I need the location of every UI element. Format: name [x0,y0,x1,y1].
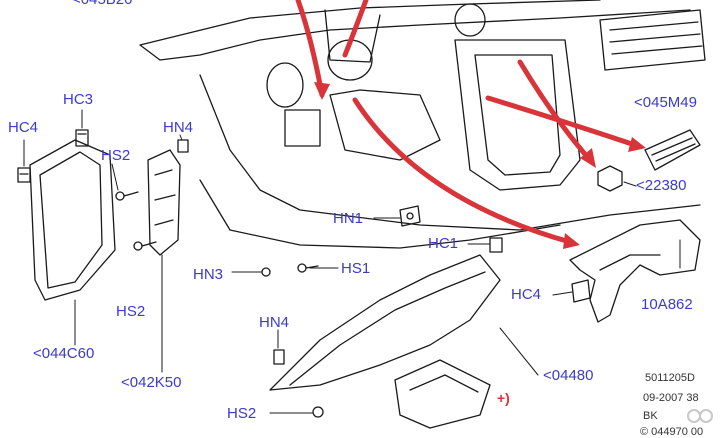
label-hn3: HN3 [193,266,224,283]
center-console [454,39,581,191]
label-04480: <04480 [543,367,594,384]
steering-column-cut [324,9,381,63]
dashboard-lower-edge [199,179,561,249]
nut-hn3 [261,267,271,277]
hex-nut [597,165,623,192]
screw-hs2-bottom [312,406,324,418]
label-hn4-bottom: HN4 [259,314,290,331]
callout-arrows [295,0,638,245]
label-22380: <22380 [636,177,687,194]
clip-hc4-right [571,279,591,303]
screw-hs2-top [115,191,139,201]
left-bracket [147,149,181,256]
label-044c60: <044C60 [33,345,95,362]
right-vent-slats [609,21,703,55]
center-console-inner [474,54,561,176]
clip-hc3 [75,129,89,147]
left-trim-panel [29,139,116,301]
diagram-code: 5011205D [645,372,695,384]
right-trim-panel [569,219,701,323]
label-hs2-mid: HS2 [116,303,146,320]
label-hs2-top: HS2 [101,147,131,164]
gauge-left [266,62,304,108]
screw-hs2-mid [133,241,157,251]
switch-panel [284,109,321,147]
arrowheads [314,82,646,249]
leader-lines [23,109,681,414]
clip-hc1 [489,237,503,253]
arrow-to-glovebox [295,0,325,98]
right-vent [644,129,701,171]
callout-plus: +) [497,390,510,406]
label-hn1: HN1 [333,210,364,227]
arrow-to-nut [517,59,593,163]
diagram-date: 09-2007 38 [643,392,699,404]
label-hs2-bottom: HS2 [227,405,257,422]
label-042k50: <042K50 [121,374,182,391]
label-hn4-top: HN4 [163,119,194,136]
label-045b20: <045B20 [72,0,132,8]
watermark-logo-icon [687,409,713,423]
clip-hc4-left [17,167,31,183]
diagram-bk: BK [643,410,658,422]
nut-hn4-top [177,139,189,153]
label-hs1: HS1 [341,260,371,277]
label-hc1: HC1 [428,235,459,252]
nut-hn1 [399,205,421,227]
vent-round-right [454,3,486,37]
storage-bin [394,359,491,429]
label-10a862: 10A862 [641,296,693,313]
screw-hs1 [297,263,319,273]
arrow-to-trim [352,97,573,245]
label-hc4-left: HC4 [8,119,39,136]
nut-hn4-bottom [273,349,285,365]
dashboard-outline [139,0,701,231]
label-hc3: HC3 [63,91,94,108]
label-045m49: <045M49 [634,94,697,111]
lower-center-trim [269,254,501,391]
glovebox-opening [329,89,441,161]
label-hc4-right: HC4 [511,286,542,303]
right-vent-housing [599,9,706,71]
arrow-to-bracket [342,0,369,58]
